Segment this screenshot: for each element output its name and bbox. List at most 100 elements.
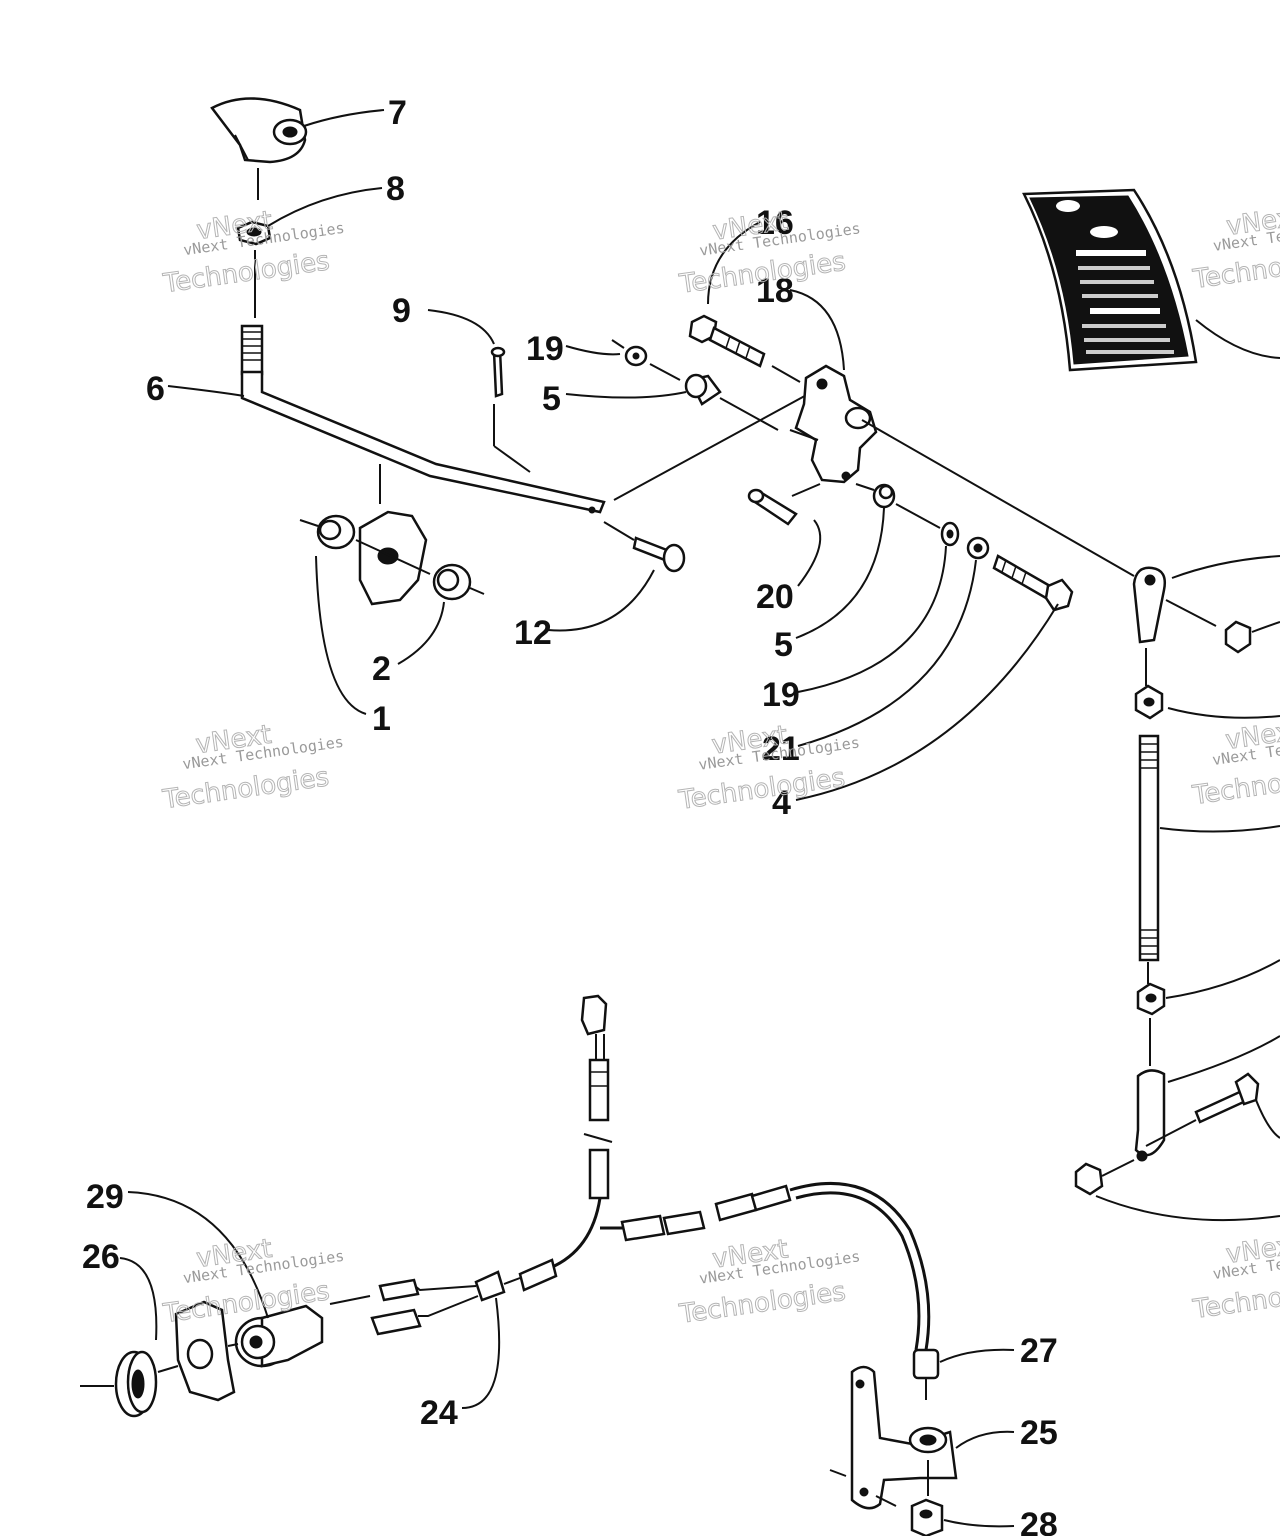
spacer-5-bottom — [872, 483, 896, 509]
bolt-lower-axis — [1145, 1119, 1197, 1147]
callout-8: 8 — [386, 170, 405, 208]
callout-2: 2 — [372, 650, 391, 688]
cotter-pin — [490, 346, 506, 398]
callout-19-top: 19 — [526, 330, 564, 368]
terminal-lower — [370, 1308, 422, 1336]
callout-26: 26 — [82, 1238, 120, 1276]
leader-lines — [119, 109, 1059, 1528]
callout-1: 1 — [372, 700, 391, 738]
decal — [1022, 188, 1198, 372]
bolt-lower-right — [1194, 1072, 1260, 1124]
callout-20: 20 — [756, 578, 794, 616]
callout-29: 29 — [86, 1178, 124, 1216]
rod-end-bottom — [1134, 1069, 1166, 1162]
wire-splice — [409, 1270, 521, 1317]
sender-cable — [789, 1182, 931, 1351]
callout-9: 9 — [392, 292, 411, 330]
pin-20 — [747, 488, 798, 526]
spacer-axis-line — [719, 397, 779, 431]
harness-wire-top — [583, 1034, 613, 1200]
leader-jam-upper — [1167, 707, 1280, 719]
connector-top — [580, 994, 608, 1036]
callout-numbers: 7 8 9 6 16 18 19 5 12 2 1 20 5 19 21 4 2… — [82, 94, 1058, 1536]
switch-axis-line — [329, 1295, 371, 1305]
callout-27: 27 — [1020, 1332, 1058, 1370]
jam-nut — [236, 220, 272, 246]
clevis-pin — [632, 536, 686, 573]
callout-12: 12 — [514, 614, 552, 652]
bellcrank — [789, 364, 878, 484]
bolt-16 — [688, 314, 766, 368]
callout-5-bottom: 5 — [774, 626, 793, 664]
connector-mid-right — [714, 1184, 792, 1222]
washer-axis-line-2 — [649, 363, 681, 381]
watermark-2: vNext vNext Technologies Technologies — [676, 206, 861, 301]
sender-bracket — [850, 1365, 958, 1510]
shift-lever-rod — [240, 324, 606, 514]
nut-lower-axis — [1101, 1159, 1135, 1177]
leader-bolt-lower — [1255, 1099, 1280, 1139]
callout-18: 18 — [756, 272, 794, 310]
clevis-axis-line — [603, 521, 635, 541]
shift-knob — [210, 97, 308, 164]
mounting-plate — [174, 1300, 236, 1402]
bezel-nut — [114, 1350, 158, 1418]
bellcrank-rod-line — [861, 419, 1135, 577]
washer-19-top — [624, 345, 648, 367]
decal-leader — [1195, 319, 1280, 359]
bushing-right — [432, 563, 472, 601]
callout-16: 16 — [756, 204, 794, 242]
spacer-b-axis-2 — [895, 503, 941, 529]
terminal-upper — [378, 1278, 420, 1302]
threaded-rod — [1138, 734, 1160, 962]
watermark-7: vNext vNext Technologies Technologies — [160, 1233, 345, 1330]
spacer-b-axis — [855, 483, 875, 491]
connector-mid-left — [620, 1210, 706, 1242]
bushing-left — [316, 514, 356, 550]
bushing-axis-right — [469, 587, 485, 595]
pin-20-axis — [791, 483, 821, 497]
spacer-5-top — [684, 373, 722, 406]
rod-end-top — [1132, 566, 1166, 644]
leader-rod-end-bottom — [1167, 1035, 1280, 1083]
ignition-switch — [234, 1304, 324, 1368]
rod-end-axis — [1165, 599, 1217, 627]
callout-25: 25 — [1020, 1414, 1058, 1452]
bracket-axis-line — [829, 1469, 847, 1477]
callout-4: 4 — [772, 784, 791, 822]
leader-threaded-rod — [1159, 825, 1280, 833]
leader-nut — [1251, 621, 1280, 633]
bushing-axis-mid — [355, 539, 431, 575]
nut-top-right — [1224, 620, 1252, 654]
leader-nut-lower — [1095, 1195, 1280, 1222]
callout-6: 6 — [146, 370, 165, 408]
harness-sleeve — [518, 1258, 558, 1292]
sender-nut — [910, 1498, 944, 1536]
leader-jam-lower — [1165, 959, 1280, 999]
bezel-axis-line-2 — [157, 1365, 179, 1373]
callout-5-top: 5 — [542, 380, 561, 418]
pin-axis-line-2 — [493, 445, 531, 473]
bolt-axis-line — [771, 365, 801, 383]
callout-19-bottom: 19 — [762, 676, 800, 714]
bracket-axis-line-2 — [875, 1495, 897, 1507]
watermark-4: vNext vNext Technologies Technologies — [160, 719, 345, 816]
callout-7: 7 — [388, 94, 407, 132]
watermark-6: vNext vNext Technologies Technologies — [1190, 715, 1280, 812]
sender-fitting — [912, 1348, 940, 1400]
link-line — [613, 391, 813, 501]
callout-28: 28 — [1020, 1506, 1058, 1536]
jam-nut-upper — [1134, 684, 1164, 720]
plate-axis-line — [227, 1343, 239, 1347]
watermark-3: vNext vNext Technologies Technologies — [1190, 201, 1280, 296]
bolt-4 — [992, 554, 1074, 612]
watermark-9: vNext vNext Technologies Technologies — [1190, 1229, 1280, 1326]
bushing-axis-left — [299, 519, 319, 527]
washer-axis-line — [611, 339, 625, 349]
watermark-8: vNext vNext Technologies Technologies — [676, 1234, 861, 1331]
leader-rod-end — [1171, 555, 1280, 579]
sender-cable-2 — [795, 1191, 921, 1351]
lock-washer-21 — [966, 536, 990, 560]
callout-21: 21 — [762, 730, 800, 768]
